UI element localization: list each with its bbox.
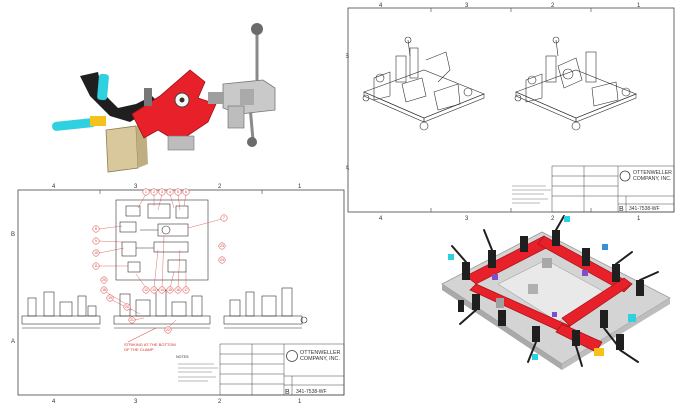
top-sheet-row-label: A: [346, 166, 349, 172]
clamp-fixture-render-icon: [52, 23, 276, 173]
callout-number: 14: [160, 288, 164, 292]
top-sheet-notes: [512, 185, 551, 204]
callout-number: 13: [152, 288, 156, 292]
top-sheet-col-label: 1: [637, 216, 641, 222]
callout-number: 22: [166, 328, 170, 332]
iso-view-left: [362, 36, 485, 131]
bottom-sheet-col-label: 4: [52, 184, 56, 190]
bottom-sheet-col-label: 2: [218, 399, 222, 405]
clamp-note-line1: STRIKING AT THE BOTTOM: [124, 342, 176, 347]
drawing-sheet-top: 4 3 2 1 4 3 2 1 B A: [346, 3, 675, 222]
drawing-sheet-bottom: 4 3 2 1 4 3 2 1 B A: [11, 184, 345, 405]
callout-number: 7: [223, 216, 225, 220]
bottom-notes-heading: NOTES:: [176, 355, 189, 359]
bottom-company-name-line1: OTTENWELLER: [300, 350, 341, 356]
top-sheet-col-label: 3: [465, 3, 469, 9]
bottom-sheet-row-label: B: [11, 232, 15, 238]
top-size-letter: B: [619, 206, 624, 213]
callout-number: 20: [125, 305, 129, 309]
bottom-sheet-col-label: 3: [134, 399, 138, 405]
top-sheet-col-label: 4: [379, 216, 383, 222]
bottom-company-name-line2: COMPANY, INC.: [300, 356, 340, 362]
top-sheet-col-label: 3: [465, 216, 469, 222]
bottom-sheet-col-label: 4: [52, 399, 56, 405]
top-company-name-line1: OTTENWELLER: [633, 170, 672, 176]
callout-number: 11: [94, 264, 98, 268]
bottom-sheet-col-label: 2: [218, 184, 222, 190]
callout-number: 10: [94, 251, 98, 255]
top-sheet-row-label: B: [346, 54, 349, 60]
callout-number: 2: [153, 190, 155, 194]
callout-number: 24: [220, 258, 224, 262]
callout-number: 16: [176, 288, 180, 292]
bottom-sheet-col-label: 3: [134, 184, 138, 190]
top-sheet-col-label: 2: [551, 216, 555, 222]
top-sheet-col-label: 1: [637, 3, 641, 9]
bottom-drawing-number: 341-7538-WF: [296, 389, 327, 395]
bottom-sheet-title-block: [219, 343, 345, 396]
callout-number: 1: [145, 190, 147, 194]
bottom-sheet-col-label: 1: [298, 399, 302, 405]
callout-number: 9: [95, 239, 97, 243]
callout-number: 3: [161, 190, 163, 194]
welding-fixture-frame-render-icon: [441, 215, 671, 370]
callout-number: 18: [102, 288, 106, 292]
callout-number: 8: [95, 227, 97, 231]
callout-number: 5: [177, 190, 179, 194]
bottom-size-letter: B: [285, 389, 290, 396]
top-sheet-col-label: 4: [379, 3, 383, 9]
left-elevation-view: [21, 291, 101, 329]
top-drawing-number: 341-7538-WF: [629, 206, 660, 212]
bottom-sheet-notes: [178, 363, 218, 382]
top-sheet-title-block: [551, 165, 675, 213]
bottom-sheet-row-label: A: [11, 339, 15, 345]
top-sheet-col-label: 2: [551, 3, 555, 9]
callout-number: 12: [144, 288, 148, 292]
callout-number: 25: [102, 278, 106, 282]
front-elevation-view: [113, 289, 211, 329]
iso-view-right: [514, 36, 637, 131]
callout-number: 19: [108, 296, 112, 300]
callout-number: 6: [185, 190, 187, 194]
bottom-sheet-col-label: 1: [298, 184, 302, 190]
top-company-name-line2: COMPANY, INC.: [633, 176, 671, 182]
callout-balloons: 1 2 3 4 5 6 7 8 9 10 11 12 13 14 15 16 1…: [92, 188, 228, 334]
right-elevation-view: [223, 287, 308, 329]
callout-number: 23: [220, 244, 224, 248]
plan-view: [115, 199, 209, 281]
clamp-note-line2: OF THE CLAMP: [124, 347, 154, 352]
callout-number: 4: [169, 190, 171, 194]
callout-number: 15: [168, 288, 172, 292]
ottenweller-logo-icon: [286, 350, 298, 362]
ottenweller-logo-icon: [619, 170, 631, 182]
callout-number: 17: [184, 288, 188, 292]
callout-number: 21: [130, 318, 134, 322]
